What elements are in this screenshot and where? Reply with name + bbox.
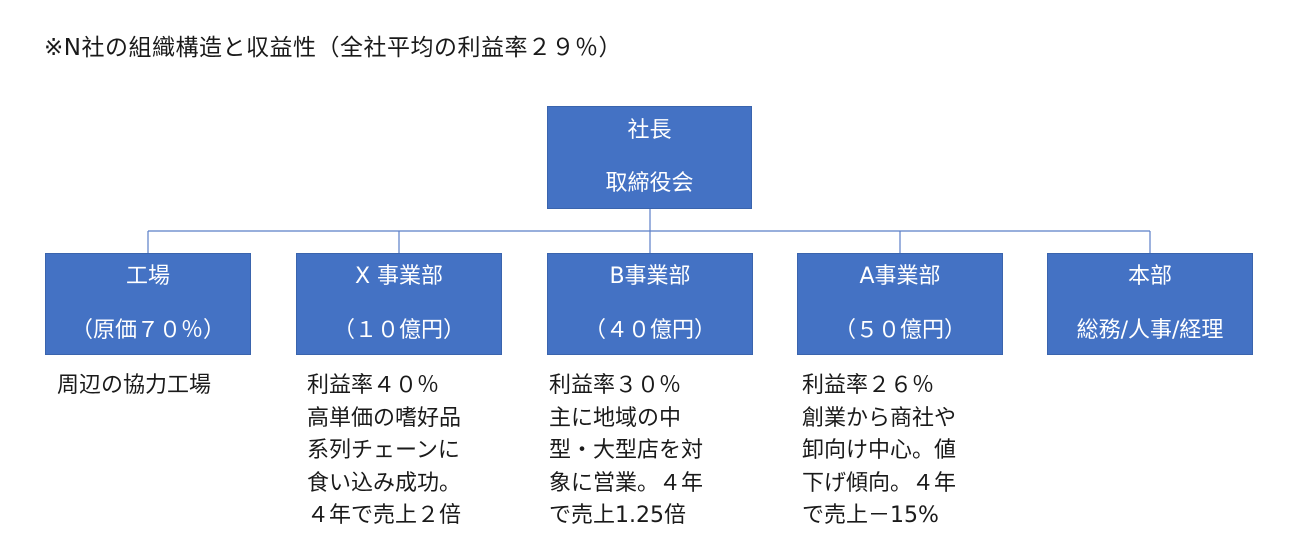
node-a-division-detail: （５０億円）: [833, 318, 966, 343]
description-line: ４年で売上２倍: [307, 503, 462, 528]
node-headquarters-detail: 総務/人事/経理: [1076, 318, 1224, 343]
node-factory-detail: （原価７０％）: [70, 318, 225, 343]
description-line: 利益率３０％: [549, 373, 682, 398]
description-line: 主に地域の中: [549, 405, 682, 431]
description-line: 利益率４０％: [307, 373, 440, 398]
node-board-label: 取締役会: [605, 171, 694, 196]
description-line: 食い込み成功。: [307, 470, 462, 496]
node-a-division: A事業部 （５０億円）: [797, 253, 1003, 355]
description-line: で売上－15%: [802, 503, 939, 528]
node-headquarters: 本部 総務/人事/経理: [1047, 253, 1253, 355]
description-b-division: 利益率３０％ 主に地域の中 型・大型店を対 象に営業。４年 で売上1.25倍: [549, 370, 703, 533]
node-president-label: 社長: [627, 118, 672, 143]
node-b-division: B事業部 （４０億円）: [547, 253, 753, 355]
description-line: で売上1.25倍: [549, 503, 686, 528]
node-factory: 工場 （原価７０％）: [45, 253, 251, 355]
node-factory-name: 工場: [125, 264, 170, 289]
description-line: 高単価の嗜好品: [307, 405, 462, 431]
description-line: 系列チェーンに: [307, 438, 460, 463]
node-headquarters-name: 本部: [1127, 264, 1172, 289]
diagram-title: ※N社の組織構造と収益性（全社平均の利益率２９％）: [44, 35, 622, 61]
description-line: 型・大型店を対: [549, 438, 704, 463]
description-line: 卸向け中心。値: [802, 438, 957, 463]
node-b-division-detail: （４０億円）: [583, 318, 716, 343]
description-factory: 周辺の協力工場: [57, 370, 211, 403]
node-x-division-name: X 事業部: [354, 264, 444, 289]
node-b-division-name: B事業部: [609, 264, 691, 289]
description-line: 下げ傾向。４年: [802, 470, 957, 496]
node-president-board: 社長 取締役会: [547, 106, 752, 209]
description-line: 利益率２６％: [802, 373, 935, 398]
description-line: 創業から商社や: [802, 405, 957, 431]
description-a-division: 利益率２６％ 創業から商社や 卸向け中心。値 下げ傾向。４年 で売上－15%: [802, 370, 956, 533]
description-line: 周辺の協力工場: [57, 373, 212, 398]
description-x-division: 利益率４０％ 高単価の嗜好品 系列チェーンに 食い込み成功。 ４年で売上２倍: [307, 370, 461, 533]
node-x-division-detail: （１０億円）: [332, 318, 465, 343]
node-a-division-name: A事業部: [859, 264, 941, 289]
description-line: 象に営業。４年: [549, 470, 704, 496]
node-x-division: X 事業部 （１０億円）: [296, 253, 502, 355]
